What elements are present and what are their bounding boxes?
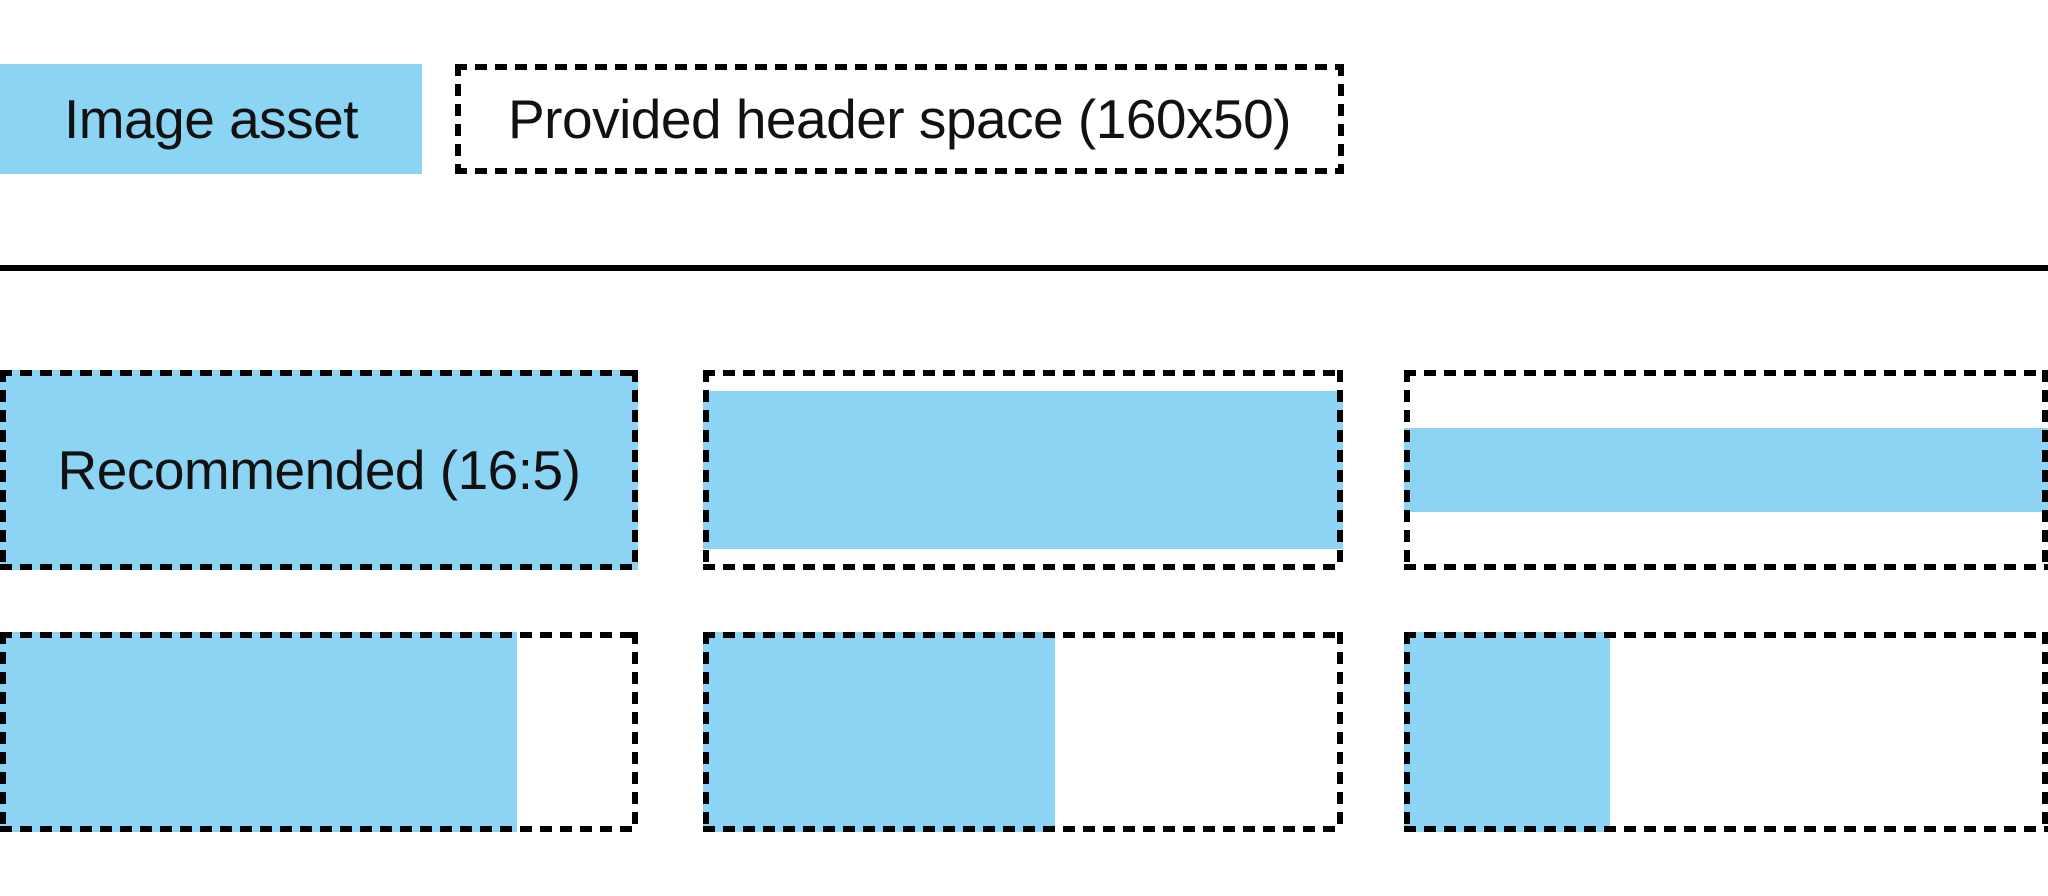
section-divider bbox=[0, 265, 2048, 271]
image-asset-fill bbox=[0, 370, 638, 570]
image-asset-fill bbox=[0, 632, 517, 832]
example-frame-wide-short bbox=[1404, 370, 2048, 570]
example-frame-wide-tall bbox=[703, 370, 1343, 570]
example-frame-tall-medium bbox=[703, 632, 1343, 832]
image-asset-fill bbox=[703, 632, 1055, 832]
example-frame-recommended: Recommended (16:5) bbox=[0, 370, 638, 570]
legend-header-space-box: Provided header space (160x50) bbox=[455, 64, 1344, 174]
image-asset-fill bbox=[1404, 428, 2048, 512]
image-asset-fill bbox=[1404, 632, 1611, 832]
recommended-label: Recommended (16:5) bbox=[57, 438, 581, 501]
legend-image-asset-swatch: Image asset bbox=[0, 64, 422, 174]
recommended-label-wrap: Recommended (16:5) bbox=[0, 370, 638, 570]
example-frame-tall-narrow bbox=[1404, 632, 2048, 832]
legend-image-asset-label: Image asset bbox=[63, 87, 359, 150]
legend-header-space-label: Provided header space (160x50) bbox=[507, 87, 1292, 150]
image-asset-fill bbox=[703, 391, 1343, 549]
example-frame-tall-wide bbox=[0, 632, 638, 832]
